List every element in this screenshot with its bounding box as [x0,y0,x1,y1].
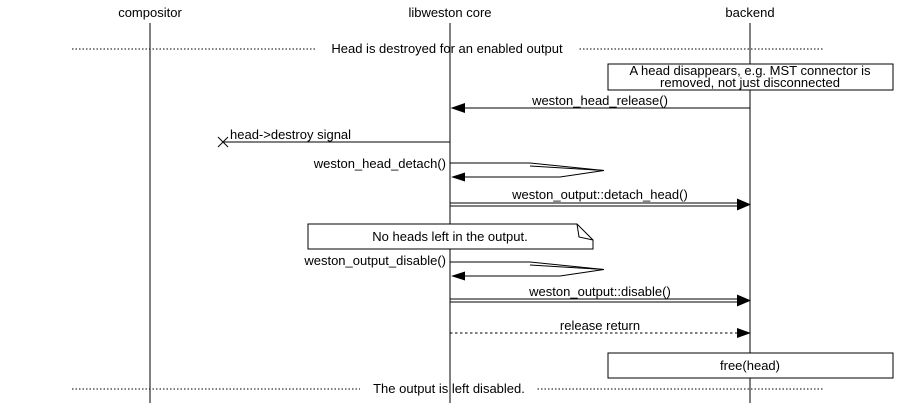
note-no-heads-left: No heads left in the output. [307,223,594,250]
message-label-weston-head-detach: weston_head_detach() [313,156,446,171]
message-weston-head-release: weston_head_release() [450,93,750,113]
message-weston-output-detach-head: weston_output::detach_head() [450,187,751,211]
participant-label-backend: backend [725,5,774,20]
comment-box-rect [607,63,894,91]
lost-message-x-icon [217,136,229,148]
self-message-nib-line [529,264,605,270]
message-label-weston-head-release: weston_head_release() [531,93,668,108]
note-label-no-heads-left: No heads left in the output. [372,229,527,244]
note-fold-icon [576,223,594,241]
divider-top-label-bg [316,42,578,56]
divider-bottom: The output is left disabled. [72,381,823,396]
action-box-label-free-head: free(head) [720,358,780,373]
action-box-free-head: free(head) [607,352,894,379]
self-message-return-line [465,269,605,277]
participant-label-compositor: compositor [118,5,182,20]
divider-top: Head is destroyed for an enabled output [72,41,823,56]
arrowhead-right-icon [737,294,751,307]
divider-bottom-label-bg [360,382,536,395]
participant-label-libweston-core: libweston core [408,5,491,20]
message-label-release-return: release return [560,318,640,333]
arrowhead-right-icon [737,328,751,338]
divider-bottom-label: The output is left disabled. [373,381,525,396]
self-message-nib-line [529,165,605,171]
message-release-return: release return [450,318,751,338]
self-message-return-line [465,170,605,178]
divider-top-label: Head is destroyed for an enabled output [331,41,563,56]
participant-compositor: compositor [118,5,182,403]
arrowhead-left-icon [451,172,465,182]
message-label-weston-output-detach-head: weston_output::detach_head() [511,187,688,202]
comment-box-head-disappears: A head disappears, e.g. MST connector is… [607,63,894,91]
message-label-weston-output-disable: weston_output_disable() [303,253,446,268]
arrowhead-left-icon [450,103,465,113]
message-weston-head-detach: weston_head_detach() [313,156,605,182]
comment-box-line2: removed, not just disconnected [660,75,840,90]
arrowhead-left-icon [451,271,465,281]
message-label-weston-output-disable-method: weston_output::disable() [528,284,671,299]
note-shape [307,223,594,250]
action-box-rect [607,352,894,379]
message-label-head-destroy-signal: head->destroy signal [230,127,351,142]
self-message-out-line [450,261,605,270]
self-message-out-line [450,162,605,171]
arrowhead-right-icon [737,198,751,211]
message-weston-output-disable-method: weston_output::disable() [450,284,751,307]
participant-libweston-core: libweston core [408,5,492,403]
message-weston-output-disable-call: weston_output_disable() [303,253,605,281]
comment-box-line1: A head disappears, e.g. MST connector is [629,63,871,78]
message-head-destroy-signal: head->destroy signal [217,127,450,148]
